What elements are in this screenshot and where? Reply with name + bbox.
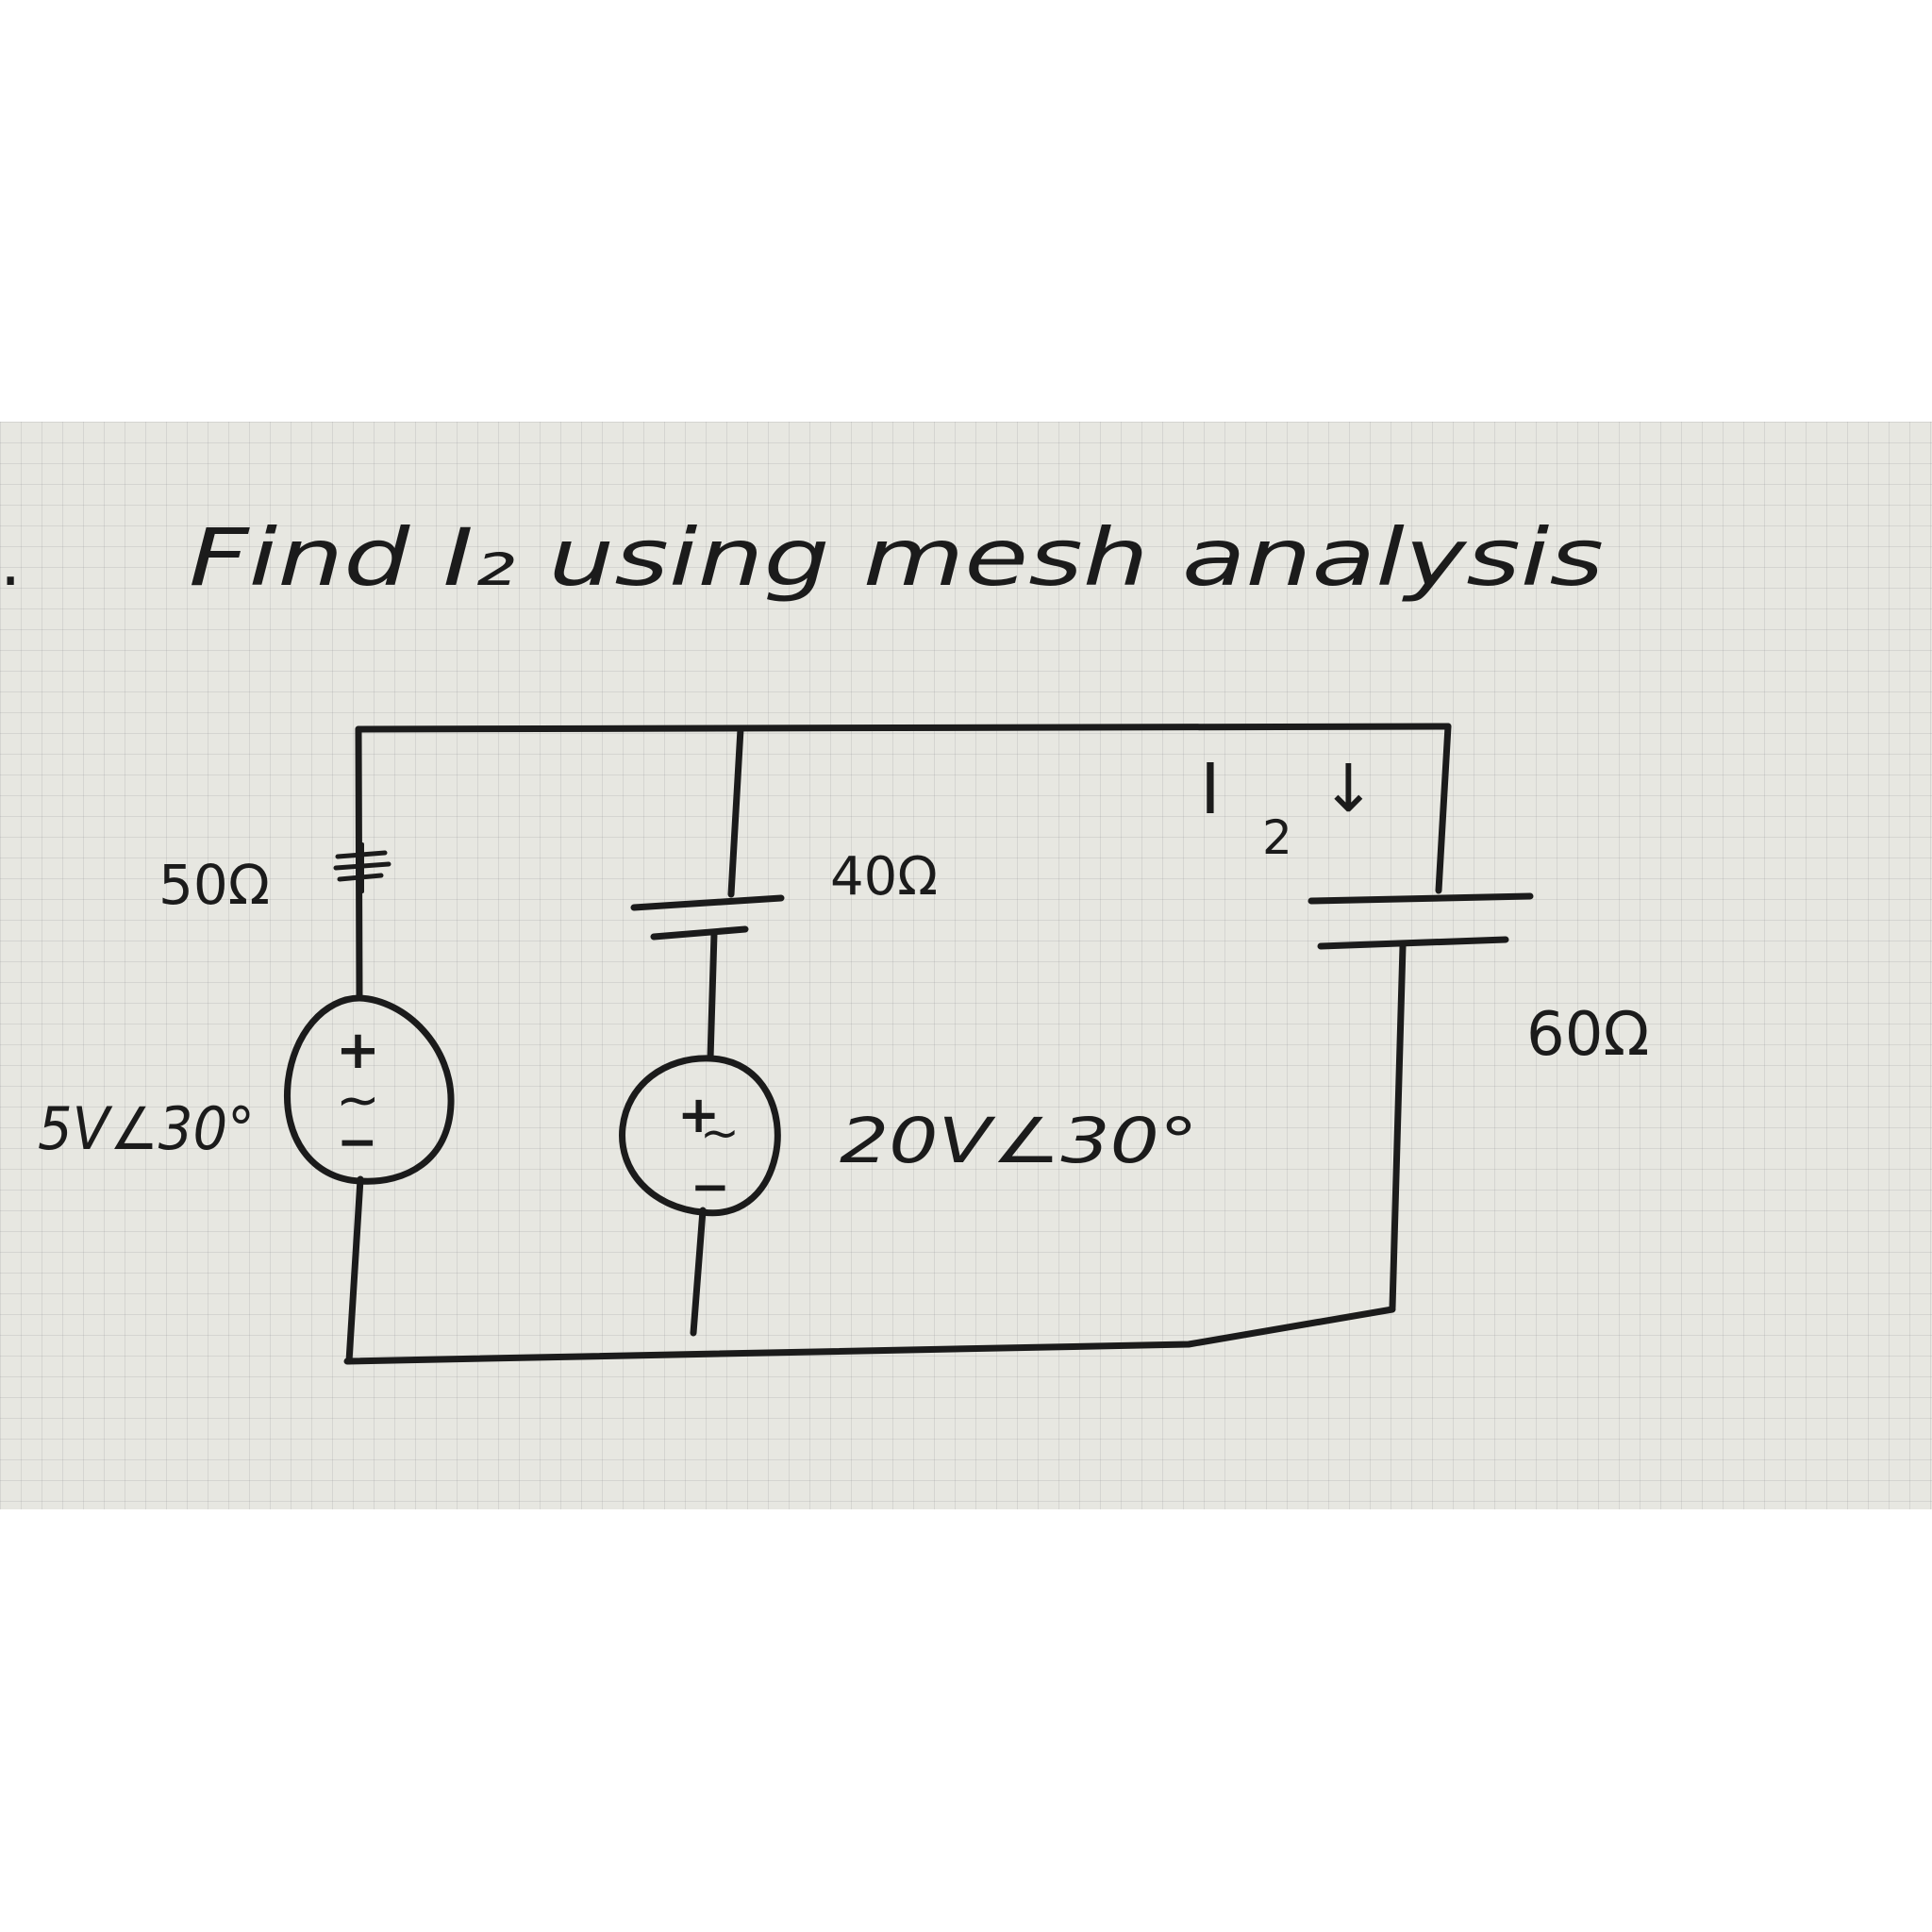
middle-mid-wire — [707, 930, 718, 1062]
middle-lower-wire — [690, 1207, 707, 1337]
source-2-minus: − — [691, 1159, 730, 1214]
resistor-60-symbol — [1307, 892, 1534, 950]
current-subscript: 2 — [1262, 810, 1292, 865]
resistor-40-label: 40Ω — [830, 846, 938, 908]
source-1-minus: − — [337, 1114, 378, 1171]
middle-upper-wire — [727, 725, 744, 898]
right-upper-wire — [1435, 723, 1452, 894]
resistor-40-symbol — [630, 894, 785, 941]
problem-number: . — [0, 524, 21, 601]
source-2-ac-symbol: ~ — [700, 1106, 740, 1160]
top-wire — [355, 723, 1452, 733]
problem-title: Find I₂ using mesh analysis — [189, 511, 1604, 604]
right-lower-wire — [1389, 942, 1407, 1311]
graph-paper-background — [0, 422, 1932, 1509]
current-arrow-icon: ↓ — [1321, 750, 1376, 827]
ac-voltage-source-1: + ~ − — [283, 994, 455, 1185]
source-1-ac-symbol: ~ — [336, 1070, 380, 1131]
bottom-wire — [343, 1306, 1396, 1365]
ac-voltage-source-2: + ~ − — [619, 1055, 781, 1217]
current-label: I — [1200, 749, 1221, 830]
current-i2-label: I 2 ↓ — [1200, 749, 1376, 865]
resistor-60-label: 60Ω — [1526, 1000, 1649, 1070]
source-1-label: 5V∠30° — [38, 1094, 255, 1163]
left-lower-wire — [345, 1175, 364, 1365]
source-1-plus: + — [336, 1020, 380, 1081]
left-upper-wire — [355, 725, 363, 1002]
circuit-wires — [343, 723, 1452, 1365]
source-2-label: 20V∠30° — [840, 1105, 1198, 1177]
resistor-50-label: 50Ω — [158, 853, 270, 917]
resistor-50-symbol — [333, 842, 391, 893]
source-2-plus: + — [677, 1085, 720, 1144]
